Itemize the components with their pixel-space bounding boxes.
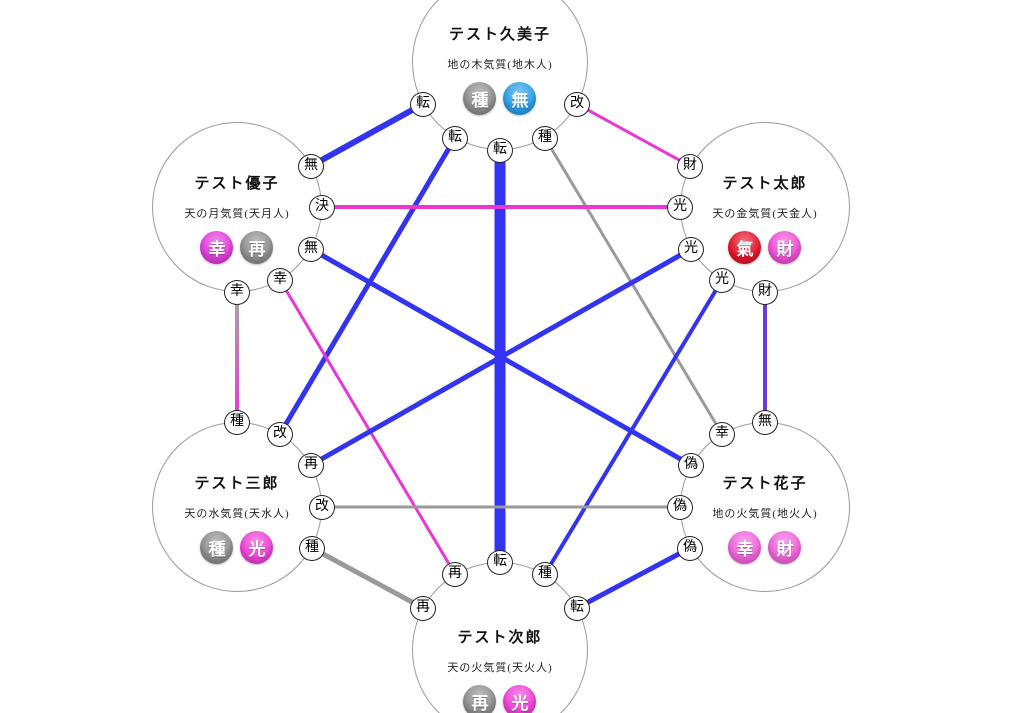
relation-label-kumiko: 転 bbox=[442, 125, 468, 151]
relation-label-hanako: 偽 bbox=[678, 452, 704, 478]
person-temperament: 地の火気質(地火人) bbox=[712, 508, 818, 520]
relation-label-yuko: 無 bbox=[298, 153, 324, 179]
fortune-badge: 無 bbox=[503, 82, 537, 115]
relation-label-yuko: 幸 bbox=[267, 267, 293, 293]
relation-label-yuko: 無 bbox=[298, 236, 324, 262]
person-temperament: 天の水気質(天水人) bbox=[184, 508, 290, 520]
edge-line-kumiko-taro bbox=[576, 102, 691, 168]
relation-label-taro: 光 bbox=[678, 236, 704, 262]
relation-label-taro: 光 bbox=[709, 267, 735, 293]
relation-label-kumiko: 転 bbox=[410, 91, 436, 117]
fortune-badge: 種 bbox=[200, 531, 234, 564]
relation-label-saburo: 再 bbox=[298, 452, 324, 478]
person-name: テスト久美子 bbox=[448, 27, 551, 43]
edge-line-taro-jiro bbox=[543, 278, 724, 576]
edge-line-saburo-jiro bbox=[310, 545, 425, 611]
relation-label-jiro: 再 bbox=[442, 561, 468, 587]
fortune-badges: 再光 bbox=[463, 685, 537, 713]
person-name: テスト太郎 bbox=[722, 176, 808, 192]
person-node-content: テスト三郎天の水気質(天水人) 種光 bbox=[184, 472, 289, 564]
fortune-badges: 幸財 bbox=[728, 531, 802, 564]
person-node-yuko: テスト優子天の月気質(天月人) 幸再 bbox=[152, 122, 322, 292]
person-temperament: 天の月気質(天月人) bbox=[184, 208, 290, 220]
edge-line-kumiko-yuko bbox=[309, 101, 425, 169]
person-temperament: 天の金気質(天金人) bbox=[712, 208, 818, 220]
person-node-content: テスト太郎天の金気質(天金人) 氣財 bbox=[712, 172, 817, 264]
fortune-badges: 氣財 bbox=[728, 231, 802, 264]
edge-line-taro-saburo bbox=[309, 246, 693, 468]
fortune-badge: 光 bbox=[240, 531, 274, 564]
person-name: テスト三郎 bbox=[194, 476, 280, 492]
edge-line-yuko-jiro bbox=[278, 279, 457, 575]
relation-label-taro: 財 bbox=[752, 279, 778, 305]
person-node-content: テスト次郎天の火気質(天火人) 再光 bbox=[447, 626, 552, 713]
person-node-jiro: テスト次郎天の火気質(天火人)再光 bbox=[412, 562, 588, 713]
person-temperament: 天の火気質(天火人) bbox=[447, 662, 553, 674]
person-node-content: テスト花子地の火気質(地火人) 幸財 bbox=[712, 472, 817, 564]
edge-line-kumiko-hanako bbox=[543, 137, 724, 435]
relation-label-jiro: 種 bbox=[532, 561, 558, 587]
edge-line-hanako-jiro bbox=[575, 545, 692, 611]
relation-label-saburo: 種 bbox=[299, 535, 325, 561]
person-name: テスト優子 bbox=[194, 176, 280, 192]
relation-label-hanako: 無 bbox=[752, 409, 778, 435]
person-node-content: テスト優子天の月気質(天月人) 幸再 bbox=[184, 172, 289, 264]
relation-label-kumiko: 転 bbox=[487, 137, 513, 163]
relation-label-saburo: 種 bbox=[224, 409, 250, 435]
person-node-taro: テスト太郎天の金気質(天金人)氣財 bbox=[680, 122, 850, 292]
fortune-badges: 幸再 bbox=[200, 231, 274, 264]
relation-label-taro: 財 bbox=[677, 153, 703, 179]
fortune-badges: 種無 bbox=[463, 82, 537, 115]
relation-label-hanako: 幸 bbox=[709, 421, 735, 447]
person-node-saburo: テスト三郎天の水気質(天水人) 種光 bbox=[152, 422, 322, 592]
relation-label-hanako: 偽 bbox=[677, 535, 703, 561]
person-name: テスト次郎 bbox=[457, 630, 543, 646]
relation-label-saburo: 改 bbox=[267, 421, 293, 447]
relation-label-taro: 光 bbox=[667, 194, 693, 220]
person-temperament: 地の木気質(地木人) bbox=[447, 59, 553, 71]
fortune-badges: 種光 bbox=[200, 531, 274, 564]
fortune-badge: 氣 bbox=[728, 231, 762, 264]
person-node-hanako: テスト花子地の火気質(地火人)幸財 bbox=[680, 422, 850, 592]
relation-label-hanako: 偽 bbox=[667, 494, 693, 520]
relation-label-kumiko: 改 bbox=[564, 91, 590, 117]
fortune-badge: 光 bbox=[503, 685, 537, 713]
edge-line-kumiko-saburo bbox=[277, 136, 458, 436]
person-name: テスト花子 bbox=[722, 476, 808, 492]
relation-label-yuko: 幸 bbox=[224, 279, 250, 305]
fortune-badge: 財 bbox=[768, 231, 802, 264]
relation-label-jiro: 転 bbox=[564, 595, 590, 621]
relation-label-yuko: 決 bbox=[309, 194, 335, 220]
fortune-badge: 幸 bbox=[200, 231, 234, 264]
relation-label-saburo: 改 bbox=[309, 494, 335, 520]
fortune-badge: 再 bbox=[240, 231, 274, 264]
fortune-badge: 幸 bbox=[728, 531, 762, 564]
fortune-badge: 再 bbox=[463, 685, 497, 713]
relation-label-jiro: 転 bbox=[487, 549, 513, 575]
relation-label-kumiko: 種 bbox=[532, 125, 558, 151]
fortune-badge: 種 bbox=[463, 82, 497, 115]
person-node-content: テスト久美子地の木気質(地木人) 種無 bbox=[447, 23, 552, 115]
fortune-badge: 財 bbox=[768, 531, 802, 564]
person-node-kumiko: テスト久美子地の木気質(地木人) 種無 bbox=[412, 0, 588, 150]
relation-label-jiro: 再 bbox=[410, 595, 436, 621]
